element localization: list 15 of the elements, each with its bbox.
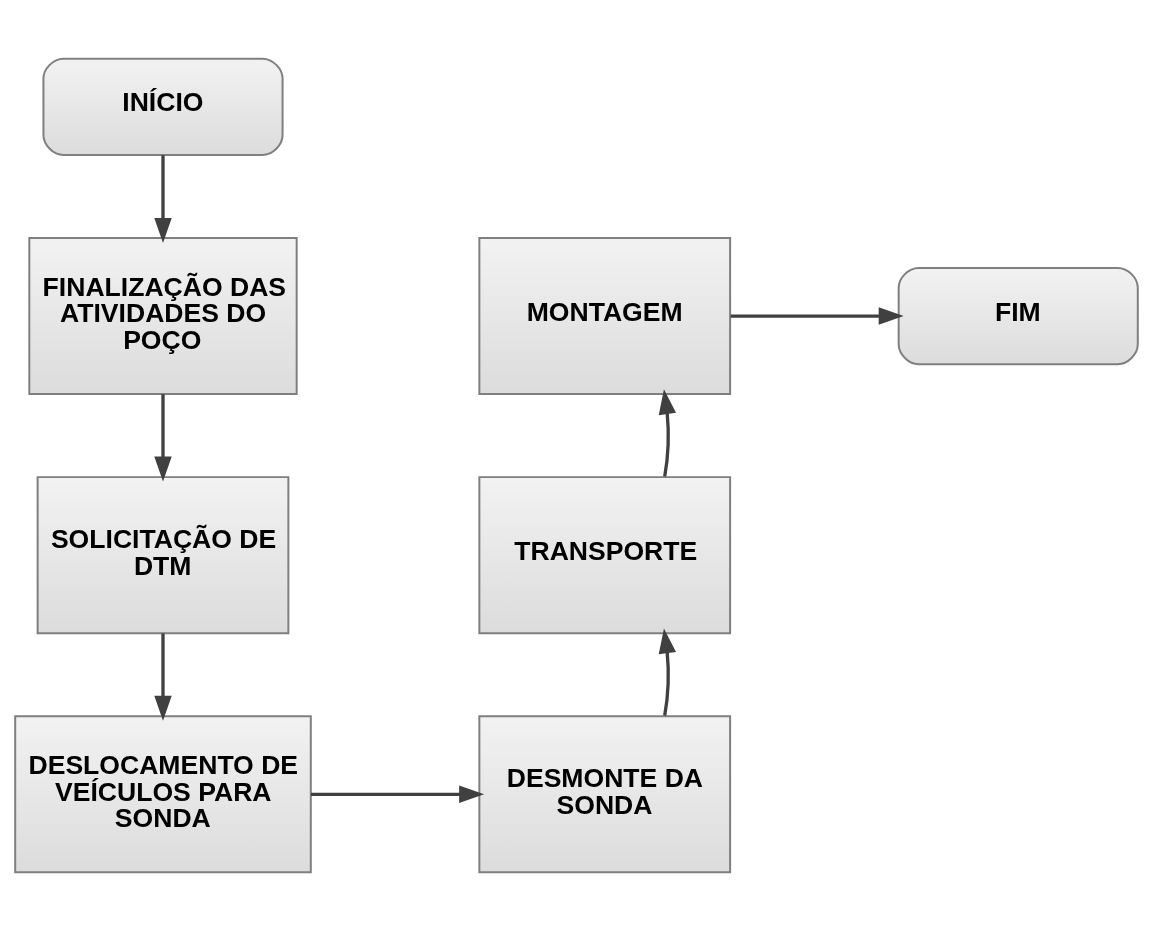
arrow xyxy=(730,307,904,325)
node-box: INÍCIO xyxy=(42,57,284,156)
node-box: SOLICITAÇÃO DE DTM xyxy=(36,476,290,635)
node-box: FIM xyxy=(897,266,1139,366)
node-box: FINALIZAÇÃO DAS ATIVIDADES DO POÇO xyxy=(28,237,298,396)
arrow xyxy=(154,394,172,482)
arrow xyxy=(658,389,676,477)
arrow xyxy=(310,785,485,804)
arrow xyxy=(154,633,172,721)
node-box: DESLOCAMENTO DE VEÍCULOS PARA SONDA xyxy=(14,715,312,874)
node-box: TRANSPORTE xyxy=(478,476,732,635)
arrow xyxy=(154,155,172,243)
node-box: MONTAGEM xyxy=(478,237,732,396)
node-box: DESMONTE DA SONDA xyxy=(478,715,732,874)
arrow xyxy=(658,628,676,716)
